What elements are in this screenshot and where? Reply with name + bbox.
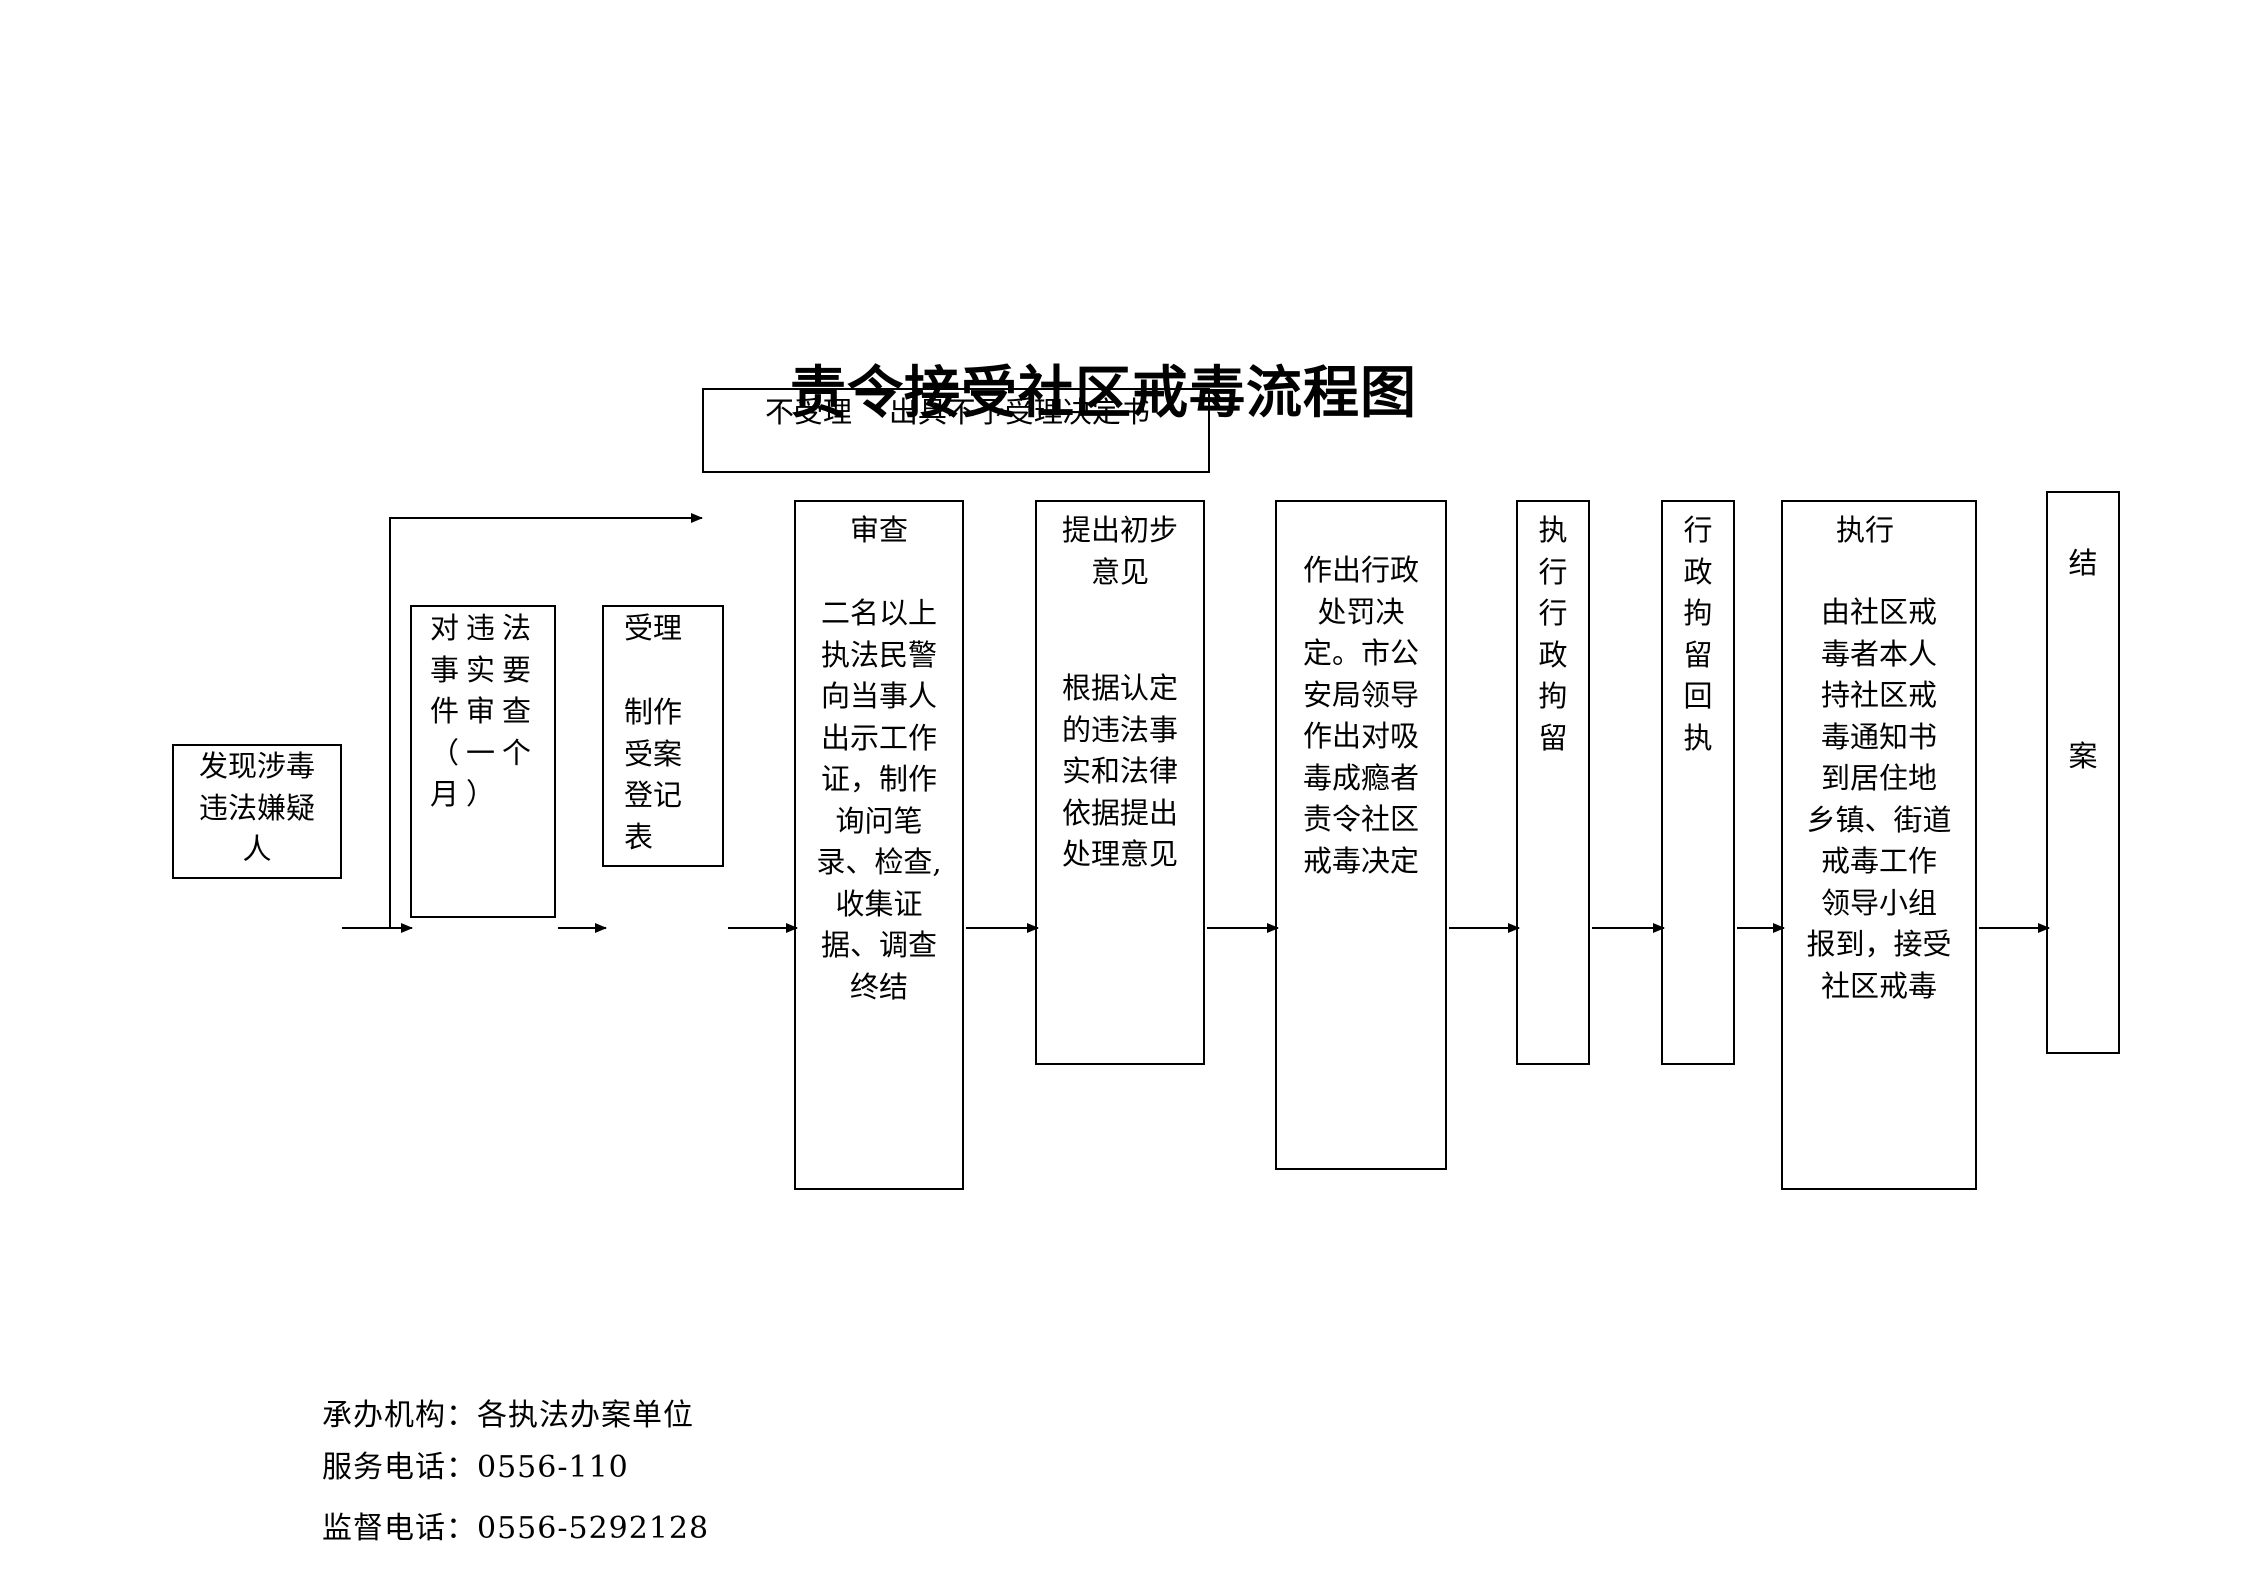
node-close	[2046, 491, 2120, 1054]
node-receipt	[1661, 500, 1735, 1065]
node-opinion-body: 根据认定 的违法事 实和法律 依据提出 处理意见	[1061, 671, 1178, 871]
node-execute	[1781, 500, 1977, 1190]
node-discover-text: 发现涉毒 违法嫌疑 人	[198, 749, 315, 866]
node-detention	[1516, 500, 1590, 1065]
node-examine-title: 审查	[849, 513, 908, 547]
reject-box-text: 不受理 出具不予受理决定书	[765, 395, 1150, 429]
node-examine	[794, 500, 964, 1190]
node-examine-body: 二名以上 执法民警 向当事人 出示工作 证，制作 询问笔 录、检查, 收集证 据…	[816, 596, 942, 1004]
node-accept-title: 受理	[624, 611, 683, 645]
node-receipt-text: 行 政 拘 留 回 执	[1683, 513, 1713, 755]
page-title: 责令接受社区戒毒流程图	[790, 361, 1417, 426]
node-discover	[172, 744, 342, 879]
node-close-top: 结	[2068, 546, 2098, 580]
footer-supervise-phone: 监督电话：0556-5292128	[322, 1511, 710, 1546]
node-review-facts	[410, 605, 556, 918]
node-detention-text: 执 行 行 政 拘 留	[1538, 513, 1568, 755]
node-decision	[1275, 500, 1447, 1170]
node-opinion-title: 提出初步 意见	[1061, 513, 1178, 589]
node-decision-text: 作出行政 处罚决 定。市公 安局领导 作出对吸 毒成瘾者 责令社区 戒毒决定	[1302, 553, 1419, 878]
node-accept-body: 制作 受案 登记 表	[624, 695, 683, 854]
footer-org: 承办机构：各执法办案单位	[322, 1398, 694, 1433]
node-close-bottom: 案	[2068, 739, 2098, 773]
node-opinion	[1035, 500, 1205, 1065]
node-execute-title: 执行	[1836, 513, 1895, 547]
node-execute-body: 由社区戒 毒者本人 持社区戒 毒通知书 到居住地 乡镇、街道 戒毒工作 领导小组…	[1806, 595, 1952, 1003]
node-review-facts-text: 对违法 事实要 件审查 （一个 月）	[430, 611, 539, 811]
arrow-to-reject	[389, 513, 703, 928]
footer-service-phone: 服务电话：0556-110	[322, 1450, 629, 1485]
node-accept	[602, 605, 724, 867]
reject-box	[702, 388, 1210, 473]
